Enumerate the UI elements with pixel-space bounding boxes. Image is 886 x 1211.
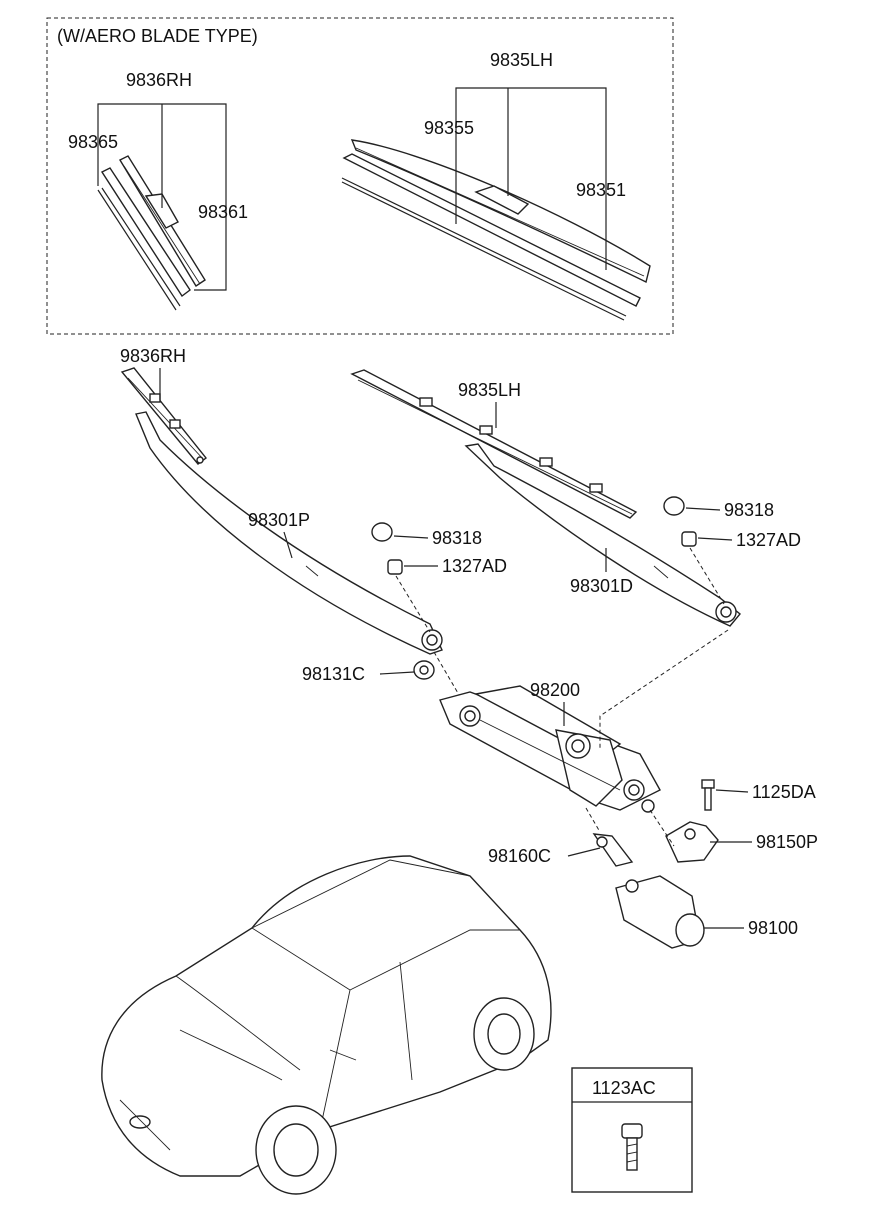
label-9835lh: 9835LH (458, 380, 521, 400)
inset-label-9835lh: 9835LH (490, 50, 553, 70)
lh-wiper-arm (464, 443, 741, 627)
label-98200: 98200 (530, 680, 580, 700)
inset-frame (46, 17, 674, 335)
inset-label-98365: 98365 (68, 132, 118, 152)
inset-label-98351: 98351 (576, 180, 626, 200)
car-illustration (101, 855, 552, 1195)
bracket-98150p (665, 821, 719, 863)
inset-label-9836rh: 9836RH (126, 70, 192, 90)
label-98160c: 98160C (488, 846, 551, 866)
inset-label-98361: 98361 (198, 202, 248, 222)
rh-blade (120, 367, 207, 465)
inset-title: (W/AERO BLADE TYPE) (57, 26, 258, 46)
label-98318-a: 98318 (432, 528, 482, 548)
wiper-linkage (439, 685, 661, 813)
label-98318-b: 98318 (724, 500, 774, 520)
bolt-1125da (701, 779, 715, 811)
cap-98318-b (663, 496, 685, 516)
lh-blade (350, 369, 638, 519)
legend-code: 1123AC (592, 1078, 656, 1098)
label-1327ad-b: 1327AD (736, 530, 801, 550)
label-98301d: 98301D (570, 576, 633, 596)
nut-1327ad-a (387, 559, 403, 575)
label-1125da: 1125DA (752, 782, 816, 802)
label-98301p: 98301P (248, 510, 310, 530)
rh-wiper-arm (135, 411, 443, 655)
inset-label-98355: 98355 (424, 118, 474, 138)
motor-98100 (615, 875, 705, 949)
inset-lh-blade (341, 139, 651, 321)
grommet-98131c (413, 660, 435, 680)
cap-98318-a (371, 522, 393, 542)
inset-rh-blade (97, 155, 206, 311)
label-1327ad-a: 1327AD (442, 556, 507, 576)
label-98100: 98100 (748, 918, 798, 938)
label-9836rh: 9836RH (120, 346, 186, 366)
label-98150p: 98150P (756, 832, 818, 852)
nut-1327ad-b (681, 531, 697, 547)
label-98131c: 98131C (302, 664, 365, 684)
aero-blade-inset: (W/AERO BLADE TYPE) 9836RH 98365 98361 9… (46, 17, 674, 335)
legend-box-1123ac: 1123AC (571, 1067, 693, 1193)
screw-icon (621, 1123, 643, 1171)
crank-98160c (592, 833, 634, 867)
